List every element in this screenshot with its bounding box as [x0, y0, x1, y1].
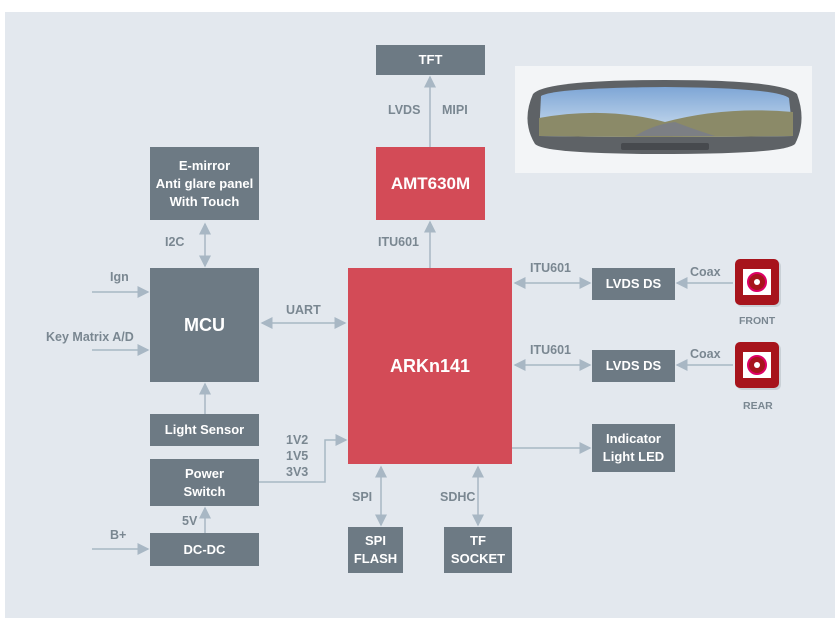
- lvds-ds-front-block: LVDS DS: [592, 268, 675, 300]
- mipi-label: MIPI: [442, 103, 468, 117]
- spi-label: SPI: [352, 490, 373, 504]
- coax-front-label: Coax: [690, 265, 721, 279]
- rearview-mirror-image: [515, 66, 812, 173]
- emirror-block: E-mirror Anti glare panel With Touch: [150, 147, 259, 220]
- amt630m-block: AMT630M: [376, 147, 485, 220]
- indicator-led-block: Indicator Light LED: [592, 424, 675, 472]
- coax-rear-label: Coax: [690, 347, 721, 361]
- spi-flash-label: SPI: [365, 533, 386, 548]
- uart-label: UART: [286, 303, 321, 317]
- lvds-ds-rear-block: LVDS DS: [592, 350, 675, 382]
- lvds-label: LVDS: [388, 103, 421, 117]
- light-sensor-label: Light Sensor: [164, 422, 245, 437]
- spi-flash-label: FLASH: [353, 551, 398, 566]
- itu601-rear-label: ITU601: [530, 343, 571, 357]
- 1v5-label: 1V5: [286, 449, 309, 463]
- lvds-ds-label: LVDS DS: [605, 276, 662, 291]
- tf-socket-block: TF SOCKET: [444, 527, 512, 573]
- tf-socket-label: TF: [470, 533, 486, 548]
- mcu-block: MCU: [150, 268, 259, 382]
- front-label: FRONT: [739, 315, 776, 327]
- emirror-label: With Touch: [169, 193, 240, 209]
- ign-label: Ign: [110, 270, 129, 284]
- mcu-label: MCU: [184, 315, 225, 335]
- power-switch-label: Switch: [183, 483, 226, 499]
- lvds-ds-label: LVDS DS: [605, 358, 662, 373]
- 5v-label: 5V: [182, 514, 198, 528]
- indicator-label: Light LED: [602, 449, 665, 464]
- dcdc-label: DC-DC: [183, 541, 226, 557]
- key-matrix-label: Key Matrix A/D: [46, 330, 134, 344]
- light-sensor-block: Light Sensor: [150, 414, 259, 446]
- rear-label: REAR: [743, 400, 773, 412]
- i2c-label: I2C: [165, 235, 185, 249]
- amt630m-label: AMT630M: [390, 173, 471, 193]
- spi-flash-block: SPI FLASH: [348, 527, 403, 573]
- emirror-label: E-mirror: [178, 157, 231, 173]
- arrow-power: [259, 434, 348, 483]
- front-camera-icon: [735, 259, 779, 305]
- power-switch-block: Power Switch: [150, 459, 259, 506]
- tf-socket-label: SOCKET: [450, 551, 506, 566]
- arkn141-label: ARKn141: [389, 356, 471, 376]
- arkn141-block: ARKn141: [348, 268, 512, 464]
- bplus-label: B+: [110, 528, 127, 542]
- tft-block: TFT: [376, 45, 485, 75]
- itu601-front-label: ITU601: [530, 261, 571, 275]
- rear-camera-icon: [735, 342, 779, 388]
- 1v2-label: 1V2: [286, 433, 309, 447]
- tft-label: TFT: [418, 52, 443, 67]
- indicator-label: Indicator: [606, 431, 661, 446]
- sdhc-label: SDHC: [440, 490, 476, 504]
- itu601-top-label: ITU601: [378, 235, 419, 249]
- emirror-label: Anti glare panel: [155, 175, 254, 191]
- dcdc-block: DC-DC: [150, 533, 259, 566]
- 3v3-label: 3V3: [286, 465, 309, 479]
- power-switch-label: Power: [184, 465, 224, 481]
